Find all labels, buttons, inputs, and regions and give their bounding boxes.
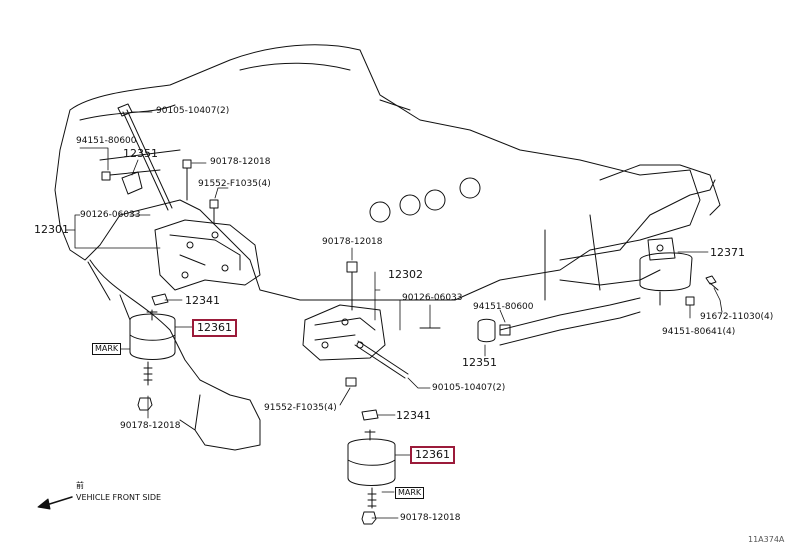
center-nut-94151 [499, 324, 511, 336]
label-90105-center: 90105-10407(2) [432, 383, 506, 393]
center-washer-12341 [361, 409, 379, 421]
oil-pan-outline [89, 259, 261, 451]
label-90105-top: 90105-10407(2) [156, 106, 230, 116]
vehicle-front-arrow-icon [37, 496, 73, 510]
label-91672: 91672-11030(4) [700, 312, 774, 322]
front-note: 前 [76, 481, 84, 490]
highlight-12361-bottom[interactable]: 12361 [410, 446, 455, 465]
transmission-rib-lines [544, 214, 601, 301]
engine-lower-left [87, 261, 131, 321]
left-long-bolt [122, 109, 173, 211]
engine-outline [54, 44, 701, 301]
label-90178-center: 90178-12018 [322, 237, 383, 247]
left-bracket-12301 [154, 219, 261, 291]
block-port-4 [459, 177, 481, 199]
block-port-3 [424, 189, 446, 211]
center-bolt-91552 [345, 377, 357, 387]
left-washer-12341 [151, 293, 169, 306]
left-bolt-91552 [209, 199, 219, 225]
label-94151-left: 94151-80600 [76, 136, 137, 146]
leader-lines [65, 111, 723, 519]
center-bolt-90178 [346, 261, 358, 311]
label-94151-right: 94151-80641(4) [662, 327, 736, 337]
label-12351-center: 12351 [462, 356, 497, 369]
left-nut-94151 [101, 171, 111, 181]
center-bracket-12302 [302, 304, 386, 361]
label-12351-left: 12351 [123, 147, 158, 160]
label-12302: 12302 [388, 268, 423, 281]
label-90178-bottom: 90178-12018 [400, 513, 461, 523]
center-insulator-12361 [347, 429, 396, 509]
tail-shaft [499, 297, 641, 346]
center-long-bolt [354, 340, 409, 379]
right-bolt-91672 [705, 275, 719, 291]
left-bolt-90178 [182, 159, 192, 201]
label-94151-center: 94151-80600 [473, 302, 534, 312]
transmission-body [559, 164, 721, 286]
label-90126-left: 90126-06033 [80, 210, 141, 220]
label-91552-top: 91552-F1035(4) [198, 179, 271, 189]
center-bottom-nut [361, 511, 377, 525]
left-insulator-12361 [129, 309, 176, 386]
label-12341-center: 12341 [396, 409, 431, 422]
block-port-1 [369, 201, 391, 223]
mark-bottom: MARK [395, 487, 425, 499]
right-mount-12371 [639, 237, 693, 306]
block-port-2 [399, 194, 421, 216]
label-12301: 12301 [34, 223, 69, 236]
highlight-12361-left[interactable]: 12361 [192, 319, 237, 338]
center-stopper-12351 [477, 318, 496, 343]
label-90178-left-bottom: 90178-12018 [120, 421, 181, 431]
label-12371: 12371 [710, 246, 745, 259]
label-12341-left: 12341 [185, 294, 220, 307]
engine-upper-contour [79, 62, 411, 121]
label-91552-center: 91552-F1035(4) [264, 403, 337, 413]
vehicle-front-label: VEHICLE FRONT SIDE [76, 493, 162, 502]
engine-cylinder-bank [99, 149, 181, 176]
right-nut-94151 [685, 296, 695, 306]
mark-left: MARK [92, 343, 122, 355]
figure-id: 11A374A [748, 535, 785, 544]
left-bottom-nut [137, 397, 153, 411]
label-90126-center: 90126-06033 [402, 293, 463, 303]
label-90178-top: 90178-12018 [210, 157, 271, 167]
left-long-bolt-head [117, 103, 133, 117]
